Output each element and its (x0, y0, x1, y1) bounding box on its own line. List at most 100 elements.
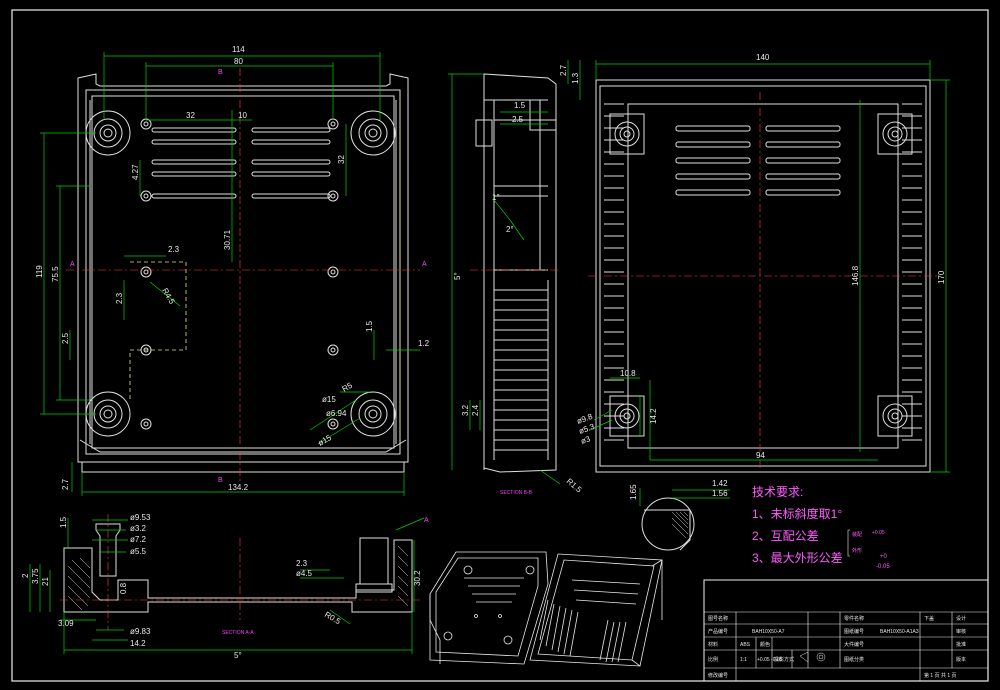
section-aa: 1.5 ø9.53 ø3.2 ø7.2 ø5.5 2 3.75 21 0.8 3… (21, 513, 429, 660)
tolerance-value-b: +0 (880, 554, 888, 560)
dim-r4-5: R4.5 (160, 287, 177, 307)
dim-1-5: 1.5 (514, 101, 526, 110)
technical-requirements: 技术要求: 1、未标斜度取1° 2、互配公差 3、最大外形公差 装配 外形 +0… (752, 485, 890, 570)
tb-r1-c5: 设计 (956, 615, 966, 622)
dim-1-2: 1.2 (418, 339, 430, 348)
dim-10: 10 (238, 111, 247, 120)
dim-1-42: 1.42 (712, 479, 728, 488)
dim-119: 119 (35, 265, 44, 278)
tb-r3-c1: 材料 (708, 641, 718, 648)
dim-21: 21 (41, 577, 50, 586)
dim-phi7-2: ø7.2 (130, 535, 147, 544)
dim-134-2: 134.2 (228, 483, 249, 492)
sheet-border (11, 9, 989, 682)
dim-80: 80 (234, 57, 243, 66)
detail-view: 1.42 1.56 1.65 (629, 479, 730, 551)
dim-phi15: ø15 (322, 395, 336, 404)
dim-2-3b: 2.3 (115, 292, 124, 304)
tb-r1-c1: 图号名称 (708, 615, 728, 622)
dim-phi5-5: ø5.5 (130, 547, 147, 556)
tech-item-2: 2、互配公差 (752, 529, 819, 543)
dim-5deg: 5° (453, 272, 462, 280)
tb-r3-c6: 批准 (956, 641, 966, 648)
dim-4-27: 4.27 (131, 164, 140, 180)
dim-r0-5: R0.5 (323, 610, 343, 627)
tolerance-value-a: +0.05 (872, 530, 885, 536)
dim-1-65: 1.65 (629, 484, 638, 500)
dim-3-75: 3.75 (31, 568, 40, 584)
dim-146-8: 146.8 (851, 265, 860, 286)
dim-phi3-2: ø3.2 (130, 524, 147, 533)
dim-2-3: 2.3 (296, 559, 308, 568)
dim-2: 2 (21, 573, 30, 578)
dim-2deg: 2° (506, 225, 514, 234)
dim-14-2: 14.2 (130, 639, 146, 648)
dim-94: 94 (756, 451, 765, 460)
tolerance-value-c: -0.05 (876, 564, 890, 570)
tb-r4-c3: +0.05 -0.05 (757, 657, 783, 663)
tb-r3-c2: ABS (740, 642, 751, 648)
section-marker-b-top: B (218, 69, 223, 76)
isometric-views (429, 551, 663, 667)
dim-3-09: 3.09 (58, 619, 74, 628)
dim-2-5: 2.5 (512, 115, 524, 124)
tb-r2-c5: 审核 (956, 628, 966, 635)
dim-phi9-83: ø9.83 (130, 627, 151, 636)
section-marker-b-bottom: B (218, 477, 223, 484)
dim-1-3: 1.3 (571, 72, 580, 84)
section-label-bb: SECTION B-B (500, 490, 533, 496)
tb-r4-c6: 图纸分类 (844, 656, 864, 663)
tb-r5-c5: 第 1 页 共 1 页 (924, 672, 957, 679)
dim-0-8: 0.8 (119, 582, 128, 594)
section-marker-a: A (424, 517, 429, 524)
dim-phi3: ø3 (580, 434, 592, 446)
dim-phi9-53: ø9.53 (130, 513, 151, 522)
dim-2-4: 2.4 (471, 404, 480, 416)
side-view-section-bb: 5° 2.7 1.3 1.5 2.5 1° 2° 3.2 2.4 R1.5 SE… (448, 60, 584, 496)
dim-phi15b: ø15 (317, 433, 334, 448)
dim-32v: 32 (337, 155, 346, 164)
dim-14-2: 14.2 (649, 408, 658, 424)
dim-140: 140 (756, 53, 770, 62)
dim-r1-5: R1.5 (565, 477, 584, 495)
tech-item-1: 1、未标斜度取1° (752, 506, 842, 521)
tb-r2-c2: BAH10X50-A7 (752, 629, 785, 635)
tb-r3-c5: 大件编号 (844, 641, 864, 648)
dim-10-8: 10.8 (620, 369, 636, 378)
tb-r2-c4: BAH10X50-A1A3 (880, 629, 919, 635)
dim-32: 32 (186, 111, 195, 120)
dim-75-5: 75.5 (51, 266, 60, 282)
dim-1deg: 1° (492, 193, 500, 202)
tb-r3-c3: 颜色 (760, 641, 770, 648)
dim-30-2: 30.2 (413, 570, 422, 586)
dim-170: 170 (937, 270, 946, 284)
projection-symbol-icon (799, 651, 809, 663)
tb-r2-c3: 图纸编号 (844, 628, 864, 635)
dim-3-2: 3.2 (461, 404, 470, 416)
tb-r4-c7: 版本 (956, 656, 966, 663)
top-view: 114 80 32 10 32 4.27 119 75.5 2.5 2.3 2.… (35, 45, 430, 496)
tech-item-3: 3、最大外形公差 (752, 551, 843, 565)
title-block: 图号名称 零件名称 下盖 设计 产品编号 BAH10X50-A7 图纸编号 BA… (703, 579, 989, 682)
tb-r1-c4: 下盖 (924, 615, 934, 622)
tech-title: 技术要求: (752, 485, 803, 499)
tb-r4-c1: 比例 (708, 656, 718, 663)
section-marker-a-right: A (422, 261, 427, 268)
tb-r5-c1: 修改编号 (708, 672, 728, 679)
dim-1-56: 1.56 (712, 489, 728, 498)
dim-phi6-94: ø6.94 (326, 409, 347, 418)
tolerance-label-b: 外形 (852, 547, 862, 554)
section-marker-a-left: A (70, 261, 75, 268)
dim-5deg: 5° (234, 651, 242, 660)
dim-2-5: 2.5 (61, 332, 70, 344)
tb-r4-c4: 投影方式 (774, 656, 794, 663)
dim-2-3a: 2.3 (168, 245, 180, 254)
tb-r2-c1: 产品编号 (708, 628, 728, 635)
dim-phi4-5: ø4.5 (296, 569, 313, 578)
tb-r1-c3: 零件名称 (844, 615, 864, 622)
section-label-aa: SECTION A-A (222, 630, 254, 636)
dim-30-71: 30.71 (223, 229, 232, 250)
tolerance-label-a: 装配 (852, 531, 862, 538)
dim-1-5: 1.5 (59, 516, 68, 528)
